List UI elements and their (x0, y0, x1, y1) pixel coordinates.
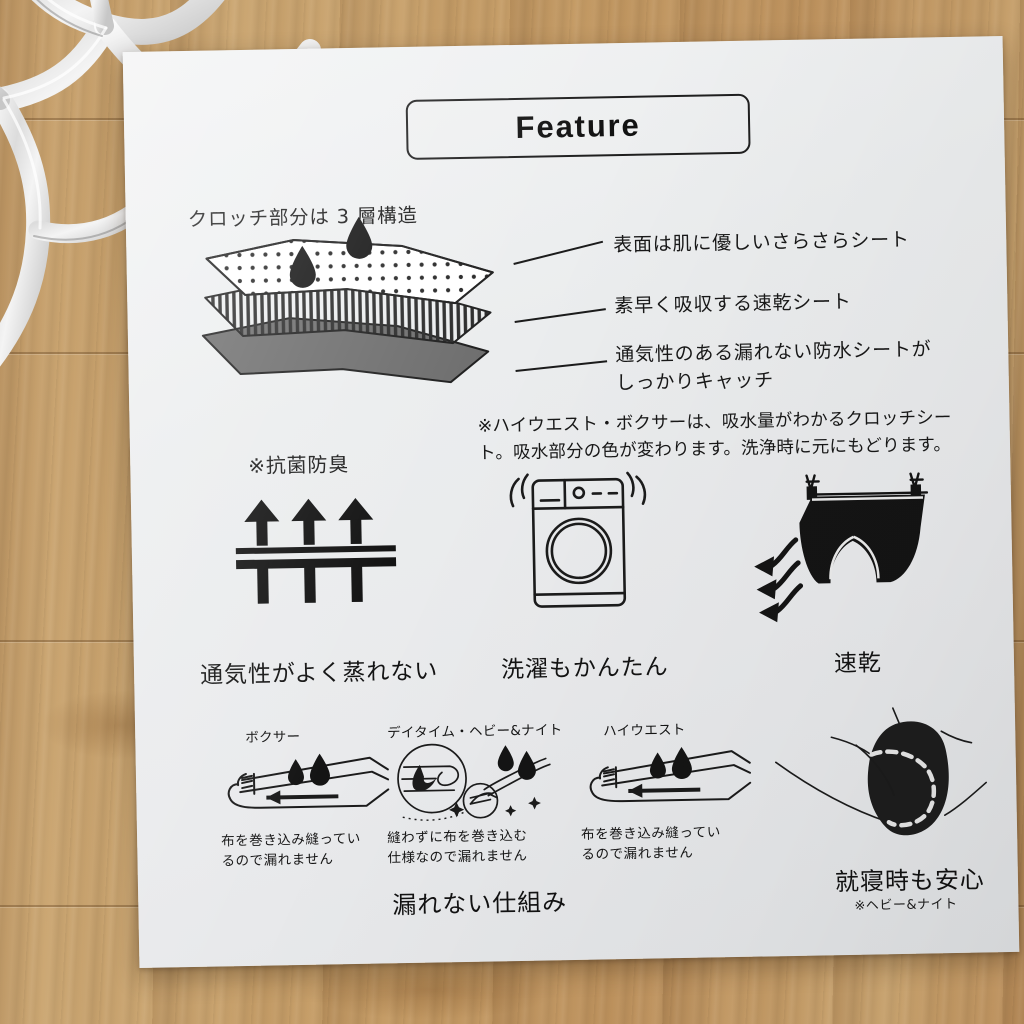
lead-line-1 (513, 240, 604, 265)
leak-item-title-boxer: ボクサー (245, 729, 301, 747)
highwaist-note: ※ハイウエスト・ボクサーは、吸水量がわかるクロッチシー ト。吸水部分の色が変わり… (477, 404, 990, 468)
leak-caption-daytime-line1: 縫わずに布を巻き込む (386, 827, 528, 847)
leak-item-title-daytime: デイタイム・ヘビー&ナイト (387, 722, 563, 742)
leak-caption-boxer-line2: るので漏れません (221, 851, 334, 870)
sleep-section-title: 就寝時も安心 (834, 865, 986, 897)
rear-view-underwear-icon (775, 696, 1018, 870)
feature-title-box: Feature (405, 93, 751, 160)
bullet-waterproof-line2: しっかりキャッチ (615, 369, 775, 395)
quick-dry-underwear-icon (748, 465, 961, 623)
breathable-arrows-icon (235, 497, 397, 610)
seamless-roll-icon (383, 742, 569, 823)
leak-item-title-highwaist: ハイウエスト (603, 721, 686, 740)
leak-section-title: 漏れない仕組み (392, 888, 568, 920)
antibacterial-label: ※抗菌防臭 (248, 452, 350, 478)
feature-label-washable: 洗濯もかんたん (500, 654, 669, 684)
lead-line-3 (515, 360, 608, 372)
feature-label-breathable: 通気性がよく蒸れない (199, 658, 439, 689)
sleep-section-subtitle: ※ヘビー&ナイト (854, 896, 958, 914)
folded-edge-boxer-icon (220, 749, 391, 822)
water-droplet-icon (289, 216, 373, 288)
bullet-surface: 表面は肌に優しいさらさらシート (613, 228, 910, 257)
leak-caption-highwaist-line1: 布を巻き込み縫ってい (580, 824, 721, 843)
page-title: Feature (515, 107, 641, 145)
bullet-waterproof-line1: 通気性のある漏れない防水シートが (615, 338, 932, 367)
feature-card: Feature クロッチ部分は 3 層構造 (122, 36, 1020, 968)
bullet-absorb: 素早く吸収する速乾シート (614, 290, 852, 318)
lead-line-2 (514, 308, 606, 323)
leak-caption-daytime: 縫わずに布を巻き込む 仕様なので漏れません (387, 826, 528, 869)
leak-caption-boxer: 布を巻き込み縫ってい るので漏れません (221, 829, 361, 872)
leak-caption-boxer-line1: 布を巻き込み縫ってい (221, 830, 362, 850)
folded-edge-highwaist-icon (581, 743, 752, 816)
leak-caption-highwaist: 布を巻き込み縫ってい るので漏れません (581, 822, 721, 865)
leak-caption-highwaist-line2: るので漏れません (581, 845, 694, 864)
three-layer-diagram (196, 216, 519, 411)
washing-machine-icon (502, 465, 655, 618)
leak-caption-daytime-line2: 仕様なので漏れません (387, 848, 528, 867)
feature-label-quickdry: 速乾 (833, 650, 883, 678)
